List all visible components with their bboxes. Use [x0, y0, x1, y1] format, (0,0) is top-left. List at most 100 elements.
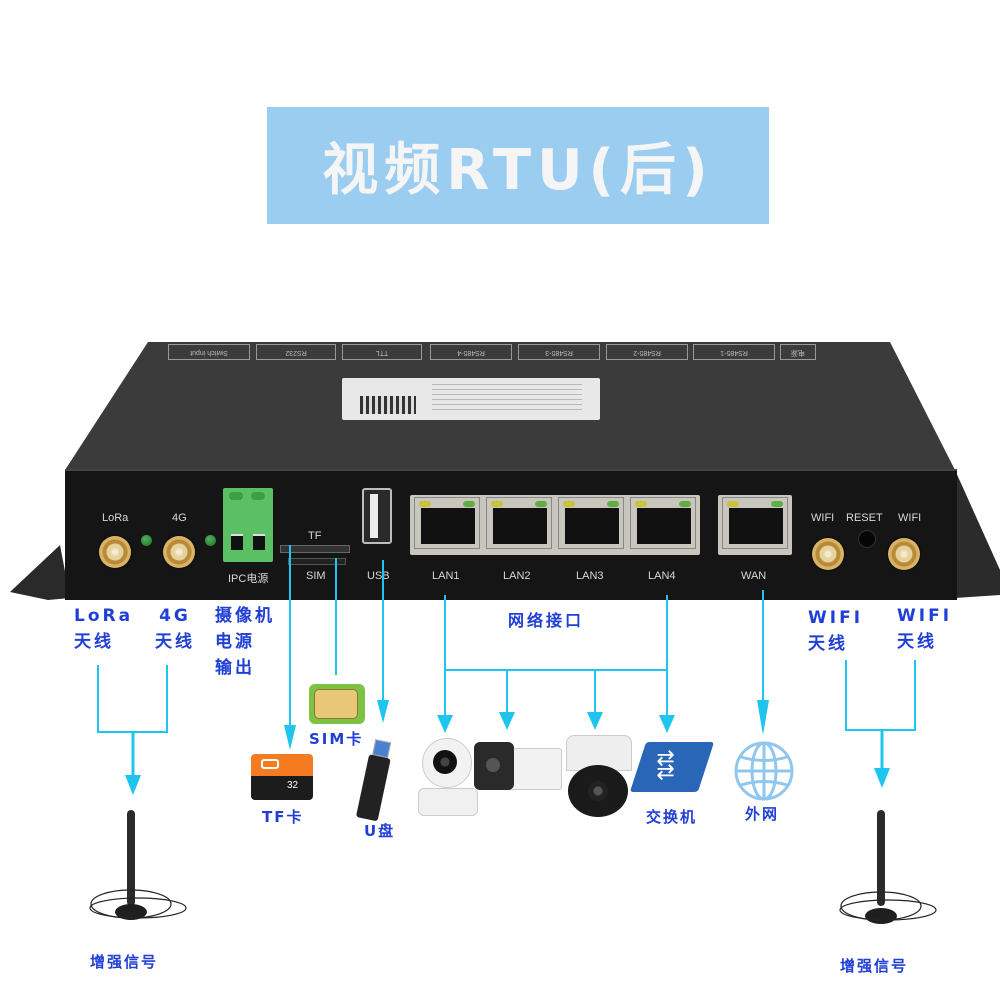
wan-socket [729, 508, 783, 544]
tf-slot-label: TF [308, 530, 322, 542]
terminal-screw-1 [229, 492, 243, 500]
lora-antenna-line2: 天线 [74, 632, 114, 652]
tf-arrow [284, 725, 296, 750]
lan4-port[interactable] [630, 497, 696, 549]
lora-antenna-line1: LoRa [74, 606, 134, 626]
network-ports-annotation: 网络接口 [508, 611, 585, 630]
right-antenna-bracket [845, 660, 916, 731]
switch-caption: 交换机 [646, 808, 698, 826]
fourg-status-led [205, 535, 216, 546]
tf-card-capacity: 32 [287, 780, 299, 791]
booster-antenna-left-image [89, 810, 187, 920]
usb-drive-caption: U盘 [364, 822, 396, 840]
lan1-arrow [437, 715, 453, 733]
left-antenna-arrow [125, 775, 141, 795]
terminal-slot-1 [231, 534, 243, 550]
camera-bullet-lens [486, 758, 500, 772]
sim-chip-icon [314, 689, 358, 719]
wifi-left-port-label: WIFI [811, 512, 835, 524]
page-title: 视频RTU(后) [322, 138, 714, 203]
camera-indoor-image [418, 738, 478, 816]
camera-dome-image [564, 735, 632, 817]
title-banner: 视频RTU(后) [267, 107, 769, 224]
usb-arrow [377, 700, 389, 723]
camera-power-line2: 电源 [215, 632, 255, 652]
lan3-port[interactable] [558, 497, 624, 549]
wifi-left-antenna-connector[interactable] [812, 538, 844, 570]
wifi-right-antenna-connector[interactable] [888, 538, 920, 570]
lan2-link-led [535, 501, 547, 507]
reset-label: RESET [846, 512, 883, 524]
fourg-antenna-connector[interactable] [163, 536, 195, 568]
lan1-label: LAN1 [432, 570, 460, 582]
wifi-right-antenna-line2: 天线 [897, 632, 937, 652]
wifi-right-port-label: WIFI [898, 512, 922, 524]
lan2-port[interactable] [486, 497, 552, 549]
booster-antenna-right-image [839, 810, 937, 924]
fourg-antenna-annotation: 4G 天线 [155, 603, 195, 655]
lora-port-label: LoRa [102, 512, 129, 524]
lan2-socket [493, 508, 547, 544]
fourg-antenna-line1: 4G [159, 606, 191, 626]
lora-status-led [141, 535, 152, 546]
camera-indoor-lens [433, 750, 457, 774]
wan-port[interactable] [722, 497, 788, 549]
camera-indoor-base [418, 788, 478, 816]
switch-arrows-icon: ⇄⇄ [656, 746, 675, 785]
wan-label: WAN [741, 570, 767, 582]
lora-antenna-annotation: LoRa 天线 [74, 603, 133, 655]
camera-bullet-image [474, 742, 562, 792]
wifi-left-antenna-line1: WIFI [808, 608, 864, 628]
internet-caption: 外网 [745, 805, 780, 823]
booster-right-caption: 增强信号 [840, 957, 909, 975]
sim-slot-label: SIM [306, 570, 326, 582]
wan-arrow [757, 700, 769, 735]
fourg-antenna-line2: 天线 [155, 632, 195, 652]
tf-card-slot[interactable] [280, 545, 350, 553]
terminal-screw-2 [251, 492, 265, 500]
wifi-right-antenna-annotation: WIFI 天线 [897, 603, 952, 655]
usb-port[interactable] [362, 488, 392, 544]
lan3-arrow [587, 712, 603, 730]
left-antenna-bracket [97, 665, 168, 733]
sim-card-slot[interactable] [288, 558, 346, 565]
camera-power-line3: 输出 [215, 658, 255, 678]
fourg-port-label: 4G [172, 512, 187, 524]
lan4-link-led [679, 501, 691, 507]
ipc-power-terminal[interactable] [223, 488, 273, 562]
wifi-right-antenna-line1: WIFI [897, 606, 953, 626]
tf-card-caption: TF卡 [262, 808, 304, 826]
qr-code-icon [360, 396, 416, 414]
wan-link-led [771, 501, 783, 507]
booster-left-caption: 增强信号 [90, 953, 159, 971]
tf-card-bottom [251, 776, 313, 800]
right-antenna-arrow [874, 768, 890, 788]
camera-power-line1: 摄像机 [215, 606, 275, 626]
lan2-activity-led [491, 501, 503, 507]
lan4-activity-led [635, 501, 647, 507]
wifi-left-antenna-annotation: WIFI 天线 [808, 605, 863, 657]
camera-dome-lens [588, 781, 608, 801]
sim-card-image [309, 684, 365, 724]
lan2-arrow [499, 712, 515, 730]
lan2-label: LAN2 [503, 570, 531, 582]
lan4-socket [637, 508, 691, 544]
wan-activity-led [727, 501, 739, 507]
reset-button[interactable] [858, 530, 876, 548]
lan3-link-led [607, 501, 619, 507]
lan1-port[interactable] [414, 497, 480, 549]
internet-globe-icon [734, 741, 794, 801]
product-label-sticker [342, 378, 600, 420]
label-text-lines [432, 384, 582, 414]
lan1-link-led [463, 501, 475, 507]
lan3-label: LAN3 [576, 570, 604, 582]
lora-antenna-connector[interactable] [99, 536, 131, 568]
ipc-power-label: IPC电源 [228, 573, 269, 585]
tf-card-logo-icon [261, 759, 279, 769]
tf-card-image: 32 [251, 754, 313, 800]
terminal-slot-2 [253, 534, 265, 550]
lan4-label: LAN4 [648, 570, 676, 582]
usb-tongue [370, 494, 378, 538]
lan4-arrow [659, 715, 675, 733]
